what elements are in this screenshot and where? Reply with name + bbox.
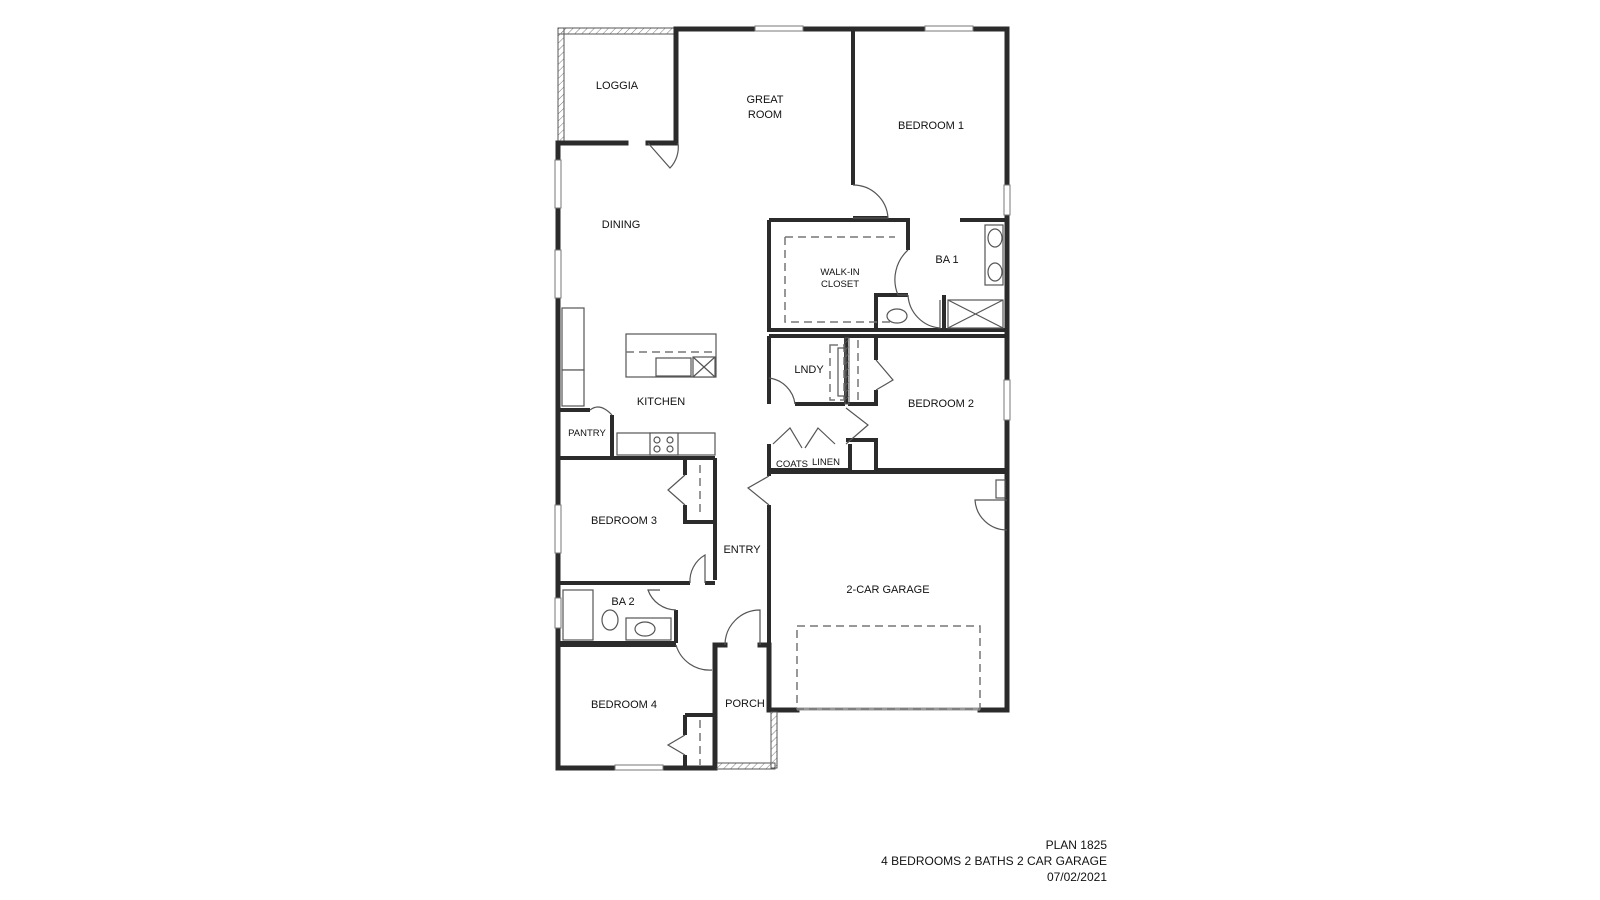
vanity bbox=[984, 224, 1004, 286]
label-walk-in-1: WALK-IN bbox=[820, 267, 859, 278]
plan-summary: 4 BEDROOMS 2 BATHS 2 CAR GARAGE bbox=[881, 854, 1107, 868]
label-lndy: LNDY bbox=[794, 364, 824, 376]
label-bedroom1: BEDROOM 1 bbox=[898, 120, 964, 132]
plan-name: PLAN 1825 bbox=[1045, 838, 1107, 852]
refrigerator bbox=[561, 307, 585, 371]
cooktop bbox=[649, 432, 679, 456]
laundry-fixtures bbox=[829, 337, 850, 405]
label-ba1: BA 1 bbox=[935, 254, 958, 266]
label-great-room-1: GREAT bbox=[746, 94, 783, 106]
label-porch: PORCH bbox=[725, 698, 765, 710]
kitchen-fixtures bbox=[561, 307, 717, 456]
ba2-fixtures bbox=[562, 589, 672, 641]
label-bedroom3: BEDROOM 3 bbox=[591, 515, 657, 527]
ba1-fixtures bbox=[886, 224, 1004, 329]
porch-column bbox=[770, 711, 778, 769]
doors[interactable] bbox=[589, 142, 1008, 756]
porch-edge bbox=[716, 762, 776, 770]
exterior-walls bbox=[555, 26, 1010, 771]
toilet-ba1 bbox=[886, 308, 908, 324]
label-loggia: LOGGIA bbox=[596, 80, 639, 92]
label-great-room-2: ROOM bbox=[748, 109, 782, 121]
label-bedroom4: BEDROOM 4 bbox=[591, 699, 657, 711]
label-dining: DINING bbox=[602, 219, 641, 231]
ba2-vanity bbox=[625, 617, 672, 641]
room-labels: LOGGIA GREAT ROOM BEDROOM 1 DINING WALK-… bbox=[568, 80, 974, 711]
label-linen: LINEN bbox=[812, 457, 840, 468]
toilet-ba2 bbox=[601, 609, 619, 631]
kitchen-sink bbox=[655, 357, 692, 377]
garage-step bbox=[995, 479, 1006, 499]
garage-door-track bbox=[796, 625, 981, 710]
label-coats: COATS bbox=[776, 459, 808, 470]
label-bedroom2: BEDROOM 2 bbox=[908, 398, 974, 410]
wall-oven bbox=[561, 369, 585, 407]
plan-title-block: PLAN 1825 4 BEDROOMS 2 BATHS 2 CAR GARAG… bbox=[881, 837, 1107, 885]
label-walk-in-2: CLOSET bbox=[821, 279, 859, 290]
plan-date: 07/02/2021 bbox=[1046, 870, 1107, 884]
closet-shelves bbox=[565, 236, 895, 765]
label-pantry: PANTRY bbox=[568, 428, 606, 439]
label-garage: 2-CAR GARAGE bbox=[846, 584, 929, 596]
interior-walls bbox=[558, 29, 1007, 768]
label-ba2: BA 2 bbox=[611, 596, 634, 608]
label-kitchen: KITCHEN bbox=[637, 396, 685, 408]
label-entry: ENTRY bbox=[723, 544, 761, 556]
bathtub bbox=[562, 589, 594, 641]
windows bbox=[554, 25, 1011, 771]
